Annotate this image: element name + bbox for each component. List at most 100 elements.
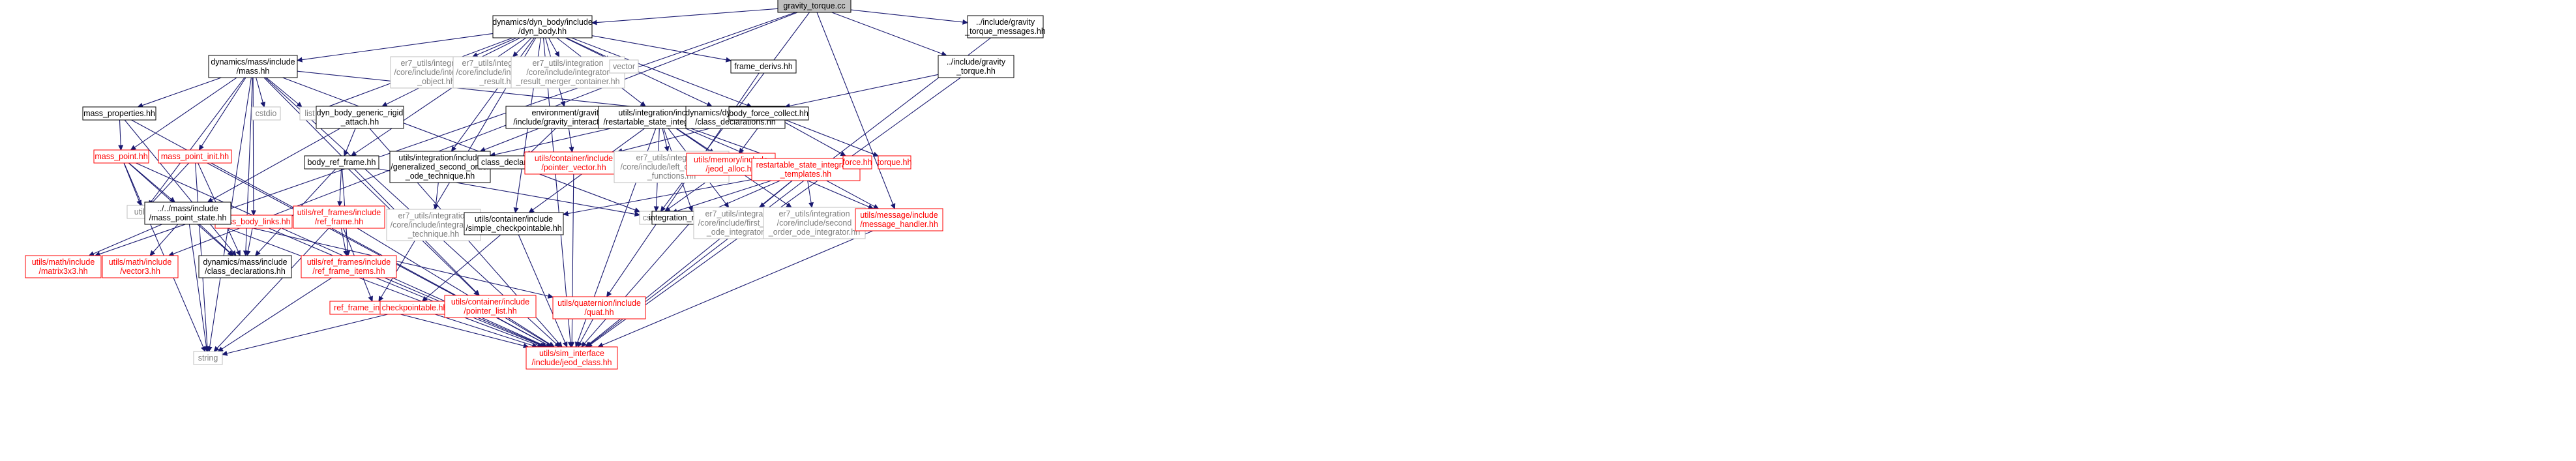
node-body-force-collect[interactable]: body_force_collect.hh <box>728 106 809 121</box>
arrowhead-dyn_body-to-integrator_result <box>512 51 518 57</box>
edge-gravity_torque_cc-to-dyn_body <box>596 8 778 23</box>
node-box <box>193 351 223 365</box>
node-label-line: utils/quaternion/include <box>557 299 641 308</box>
node-mass[interactable]: dynamics/mass/include/mass.hh <box>208 55 298 78</box>
node-label-line: utils/message/include <box>860 211 938 220</box>
node-label-line: _ode_integrator.hh <box>706 228 775 237</box>
node-jeod-class[interactable]: utils/sim_interface/include/jeod_class.h… <box>526 346 618 370</box>
node-cstdio: cstdio <box>251 106 281 121</box>
edge-restartable_state_integrator_templates-to-simple_checkpointable <box>567 179 752 215</box>
node-checkpointable[interactable]: checkpointable.hh <box>379 301 450 315</box>
edge-mass-to-cstdio <box>256 77 263 103</box>
edge-gravity_interaction-to-generalized_second_order <box>484 128 539 151</box>
edge-mass-to-dyn_body_class_declarations <box>297 70 682 112</box>
node-gravity-torque-hh[interactable]: ../include/gravity_torque.hh <box>938 55 1014 78</box>
node-label-line: _order_ode_integrator.hh <box>768 228 860 237</box>
node-label-line: _result_merger_container.hh <box>515 77 619 86</box>
node-box <box>93 149 149 164</box>
node-ref-frames-ref-frame[interactable]: utils/ref_frames/include/ref_frame.hh <box>293 205 385 229</box>
edge-mass-to-mass_properties <box>141 77 222 106</box>
node-generalized-second-order[interactable]: utils/integration/include/generalized_se… <box>389 151 491 183</box>
arrowhead-mass_point_state-to-vector3 <box>149 250 156 256</box>
edge-gravity_torque_cc-to-gravity_torque_messages <box>850 9 964 23</box>
arrowhead-mass-to-mass_point_init <box>198 144 204 151</box>
node-box <box>464 212 564 235</box>
arrowhead-ref_frames_ref_frame-to-string <box>213 346 220 352</box>
node-dyn-body[interactable]: dynamics/dyn_body/include/dyn_body.hh <box>492 15 593 38</box>
node-force[interactable]: force.hh <box>842 155 872 170</box>
node-box <box>526 346 618 370</box>
edge-dyn_body-to-jeod_class <box>542 37 571 343</box>
node-box <box>730 59 797 74</box>
node-pointer-list[interactable]: utils/container/include/pointer_list.hh <box>444 295 537 318</box>
arrowhead-ref_frames_ref_frame-to-ref_frame_items <box>343 250 349 257</box>
edge-generalized_second_order-to-integration_technique <box>435 182 439 205</box>
node-box <box>293 205 385 229</box>
edge-mass_body_links-to-jeod_class <box>269 228 542 346</box>
node-box <box>304 155 379 170</box>
node-box <box>842 155 872 170</box>
node-vector3[interactable]: utils/math/include/vector3.hh <box>102 255 179 278</box>
node-dyn-body-generic-rigid-attach[interactable]: dyn_body_generic_rigid_attach.hh <box>316 106 404 129</box>
edge-gravity_torque_cc-to-gravity_torque_hh <box>831 12 943 55</box>
node-body-ref-frame[interactable]: body_ref_frame.hh <box>304 155 379 170</box>
arrowhead-integration_messages-to-jeod_class <box>581 341 587 348</box>
node-ref-frame-items[interactable]: utils/ref_frames/include/ref_frame_items… <box>301 255 397 278</box>
node-simple-checkpointable[interactable]: utils/container/include/simple_checkpoin… <box>464 212 564 235</box>
node-label-line: torque.hh <box>878 158 912 167</box>
arrowhead-mass_point_state-to-mass_class_declarations <box>228 250 234 256</box>
node-message-handler[interactable]: utils/message/include/message_handler.hh <box>855 208 943 231</box>
node-label-line: _technique.hh <box>407 230 460 239</box>
edge-ref_frames_ref_frame-to-ref_frame_items <box>340 228 346 252</box>
node-label-line: utils/ref_frames/include <box>307 258 391 267</box>
node-gravity-torque-cc: gravity_torque.cc <box>777 0 851 13</box>
node-label-line: frame_derivs.hh <box>734 62 793 71</box>
node-box <box>878 155 911 170</box>
arrowhead-checkpointable-to-string <box>221 351 228 356</box>
edge-dyn_body-to-integrator_result_merger <box>548 37 557 53</box>
node-string: string <box>193 351 223 365</box>
arrowhead-dyn_body-to-body_ref_frame <box>350 151 357 156</box>
node-label-line: /mass_point_state.hh <box>149 213 227 222</box>
edge-dyn_body_generic_rigid_attach-to-body_ref_frame <box>346 128 356 152</box>
node-box <box>251 106 281 121</box>
node-mass-properties[interactable]: mass_properties.hh <box>82 106 156 121</box>
node-label-line: _object.hh <box>417 77 455 86</box>
arrowhead-simple_checkpointable-to-jeod_class <box>562 341 568 348</box>
node-mass-point-init[interactable]: mass_point_init.hh <box>158 149 232 164</box>
arrowhead-mass_properties-to-mass_class_declarations <box>231 250 237 256</box>
node-label-line: string <box>198 353 218 363</box>
node-label-line: /vector3.hh <box>120 267 160 276</box>
node-label-line: utils/sim_interface <box>539 349 604 358</box>
node-restartable-state-integrator-templates[interactable]: restartable_state_integrator_templates.h… <box>751 158 861 181</box>
node-torque[interactable]: torque.hh <box>878 155 912 170</box>
node-label-line: utils/integration/include <box>618 108 701 117</box>
node-label-line: /message_handler.hh <box>860 220 938 229</box>
node-box <box>855 208 943 231</box>
node-quat[interactable]: utils/quaternion/include/quat.hh <box>552 296 646 320</box>
node-mass-point[interactable]: mass_point.hh <box>93 149 149 164</box>
node-label-line: /ref_frame.hh <box>315 217 363 226</box>
node-label-line: dynamics/mass/include <box>203 258 287 267</box>
arrowhead-gravity_interaction-to-pointer_vector <box>569 146 574 153</box>
node-label-line: mass_point.hh <box>95 152 147 161</box>
node-box <box>158 149 232 164</box>
node-mass-body-links[interactable]: mass_body_links.hh <box>215 215 293 229</box>
node-pointer-vector[interactable]: utils/container/include/pointer_vector.h… <box>524 151 623 175</box>
node-mass-class-declarations[interactable]: dynamics/mass/include/class_declarations… <box>198 255 292 278</box>
edge-mass-to-list <box>266 77 299 104</box>
edge-dyn_body-to-body_force_collect <box>571 37 748 106</box>
node-label-line: /core/include/integrator <box>526 68 609 77</box>
node-matrix3x3[interactable]: utils/math/include/matrix3x3.hh <box>25 255 102 278</box>
arrowhead-gravity_torque_cc-to-cstddef <box>660 205 666 212</box>
node-box <box>609 59 639 74</box>
edge-mass-to-mass_body_links <box>252 77 254 211</box>
node-mass-point-state[interactable]: ../../mass/include/mass_point_state.hh <box>144 201 231 225</box>
edge-ref_frame_items-to-string <box>222 277 333 349</box>
node-label-line: restartable_state_integrator <box>756 160 856 170</box>
node-frame-derivs[interactable]: frame_derivs.hh <box>730 59 797 74</box>
node-box <box>552 296 646 320</box>
node-box <box>316 106 404 129</box>
edge-restartable_state_integrator-to-restartable_state_integrator_templates <box>690 128 771 158</box>
node-gravity-torque-messages[interactable]: ../include/gravity_torque_messages.hh <box>964 15 1046 38</box>
